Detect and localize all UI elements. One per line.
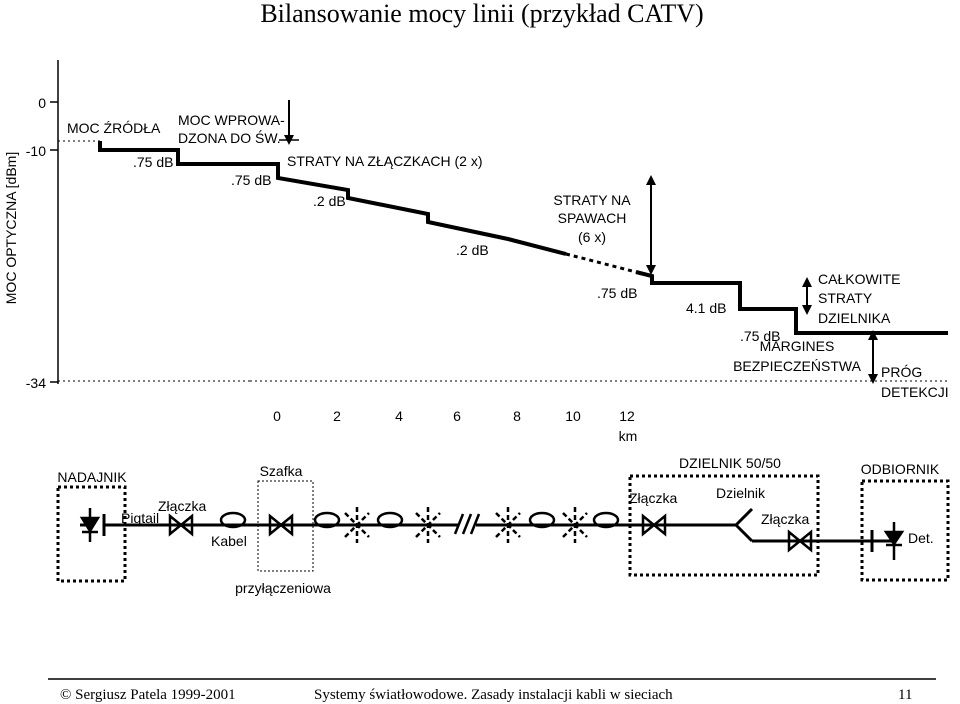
- km-tick-label: 10: [565, 408, 581, 424]
- page-title: Bilansowanie mocy linii (przykład CATV): [260, 0, 703, 28]
- cable-label: Kabel: [211, 533, 247, 549]
- km-axis: 0 2 4 6 8 10 12 km: [273, 408, 637, 444]
- detection-threshold-label: DETEKCJI: [881, 384, 949, 400]
- splitter-total-loss-label: STRATY: [818, 290, 873, 306]
- km-unit-label: km: [619, 428, 638, 444]
- cable-coil-icon: [219, 511, 620, 529]
- loss-value: 4.1 dB: [686, 300, 726, 316]
- loss-value: .2 dB: [313, 193, 346, 209]
- connector-label: Złączka: [158, 498, 206, 514]
- connector-icon: [787, 529, 813, 553]
- connector-icon: [268, 513, 294, 537]
- connector-loss-label: STRATY NA ZŁĄCZKACH (2 x): [287, 153, 483, 169]
- detection-threshold-label: PRÓG: [881, 364, 922, 380]
- loss-value: .75 dB: [740, 328, 780, 344]
- splice-loss-label: (6 x): [578, 229, 606, 245]
- footer-course: Systemy światłowodowe. Zasady instalacji…: [314, 687, 673, 703]
- cabinet-label: Szafka: [260, 463, 303, 479]
- launched-power-label: DZONA DO ŚW.: [178, 129, 281, 146]
- y-tick-label: -34: [26, 375, 46, 391]
- splice-icon: [344, 507, 588, 543]
- receiver-label: ODBIORNIK: [861, 461, 940, 477]
- splice-loss-label: SPAWACH: [558, 210, 627, 226]
- transmitter-box: [56, 485, 127, 583]
- splitter-box-label: DZIELNIK 50/50: [679, 455, 781, 471]
- loss-value: .2 dB: [456, 242, 489, 258]
- connector-icon: [641, 513, 667, 537]
- y-tick-label: -10: [26, 143, 46, 159]
- laser-diode-icon: [79, 508, 106, 542]
- source-power-label: MOC ŹRÓDŁA: [67, 120, 161, 136]
- y-axis-label: MOC OPTYCZNA [dBm]: [3, 152, 19, 304]
- connector-icon: [168, 513, 194, 537]
- connector-label: Złączka: [629, 490, 677, 506]
- km-tick-label: 8: [513, 408, 521, 424]
- detector-label: Det.: [908, 530, 934, 546]
- safety-margin-label: MARGINES: [760, 338, 835, 354]
- y-tick-label: 0: [38, 95, 46, 111]
- splitter-label: Dzielnik: [716, 485, 766, 501]
- power-budget-line: [98, 141, 948, 335]
- km-tick-label: 6: [453, 408, 461, 424]
- footer-copyright: © Sergiusz Patela 1999-2001: [60, 687, 236, 703]
- km-tick-label: 4: [395, 408, 403, 424]
- km-tick-label: 12: [619, 408, 635, 424]
- line-break-icon: [453, 513, 481, 535]
- launched-power-label: MOC WPROWA-: [178, 112, 285, 128]
- loss-value: .75 dB: [597, 285, 637, 301]
- transmitter-label: NADAJNIK: [57, 469, 127, 485]
- photodiode-icon: [870, 522, 905, 560]
- loss-value: .75 dB: [231, 172, 271, 188]
- splitter-total-loss-label: CAŁKOWITE: [818, 271, 900, 287]
- km-tick-label: 2: [333, 408, 341, 424]
- km-tick-label: 0: [273, 408, 281, 424]
- y-axis: 0 -10 -34: [26, 60, 59, 391]
- cabinet-label: przyłączeniowa: [235, 580, 331, 596]
- splitter-total-loss-label: DZIELNIKA: [818, 310, 891, 326]
- receiver-box: [860, 479, 950, 582]
- connector-label: Złączka: [761, 511, 809, 527]
- footer-page-number: 11: [898, 687, 912, 703]
- safety-margin-label: BEZPIECZEŃSTWA: [733, 358, 861, 374]
- splice-loss-label: STRATY NA: [553, 192, 631, 208]
- pigtail-label: Pigtail: [121, 510, 159, 526]
- loss-value: .75 dB: [133, 154, 173, 170]
